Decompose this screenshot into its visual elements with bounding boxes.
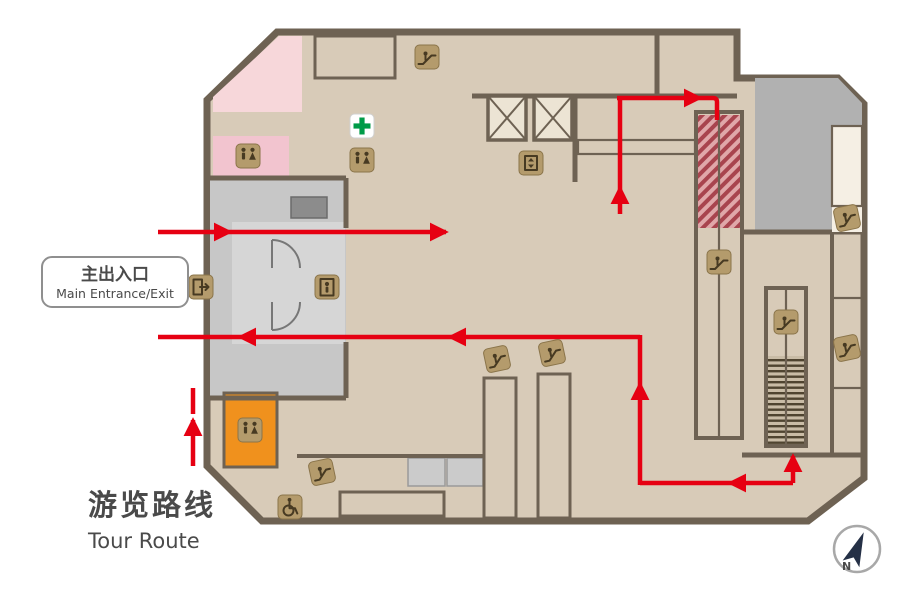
bench-block-right xyxy=(446,457,484,487)
restroom-icon xyxy=(349,147,375,173)
tour-route-legend: 游览路线 Tour Route xyxy=(87,388,216,553)
stairs-center-a xyxy=(482,376,518,520)
entrance-label: 主出入口 Main Entrance/Exit xyxy=(41,256,189,308)
escalator-icon xyxy=(706,249,732,275)
elevator-bank xyxy=(486,94,574,142)
exit-icon xyxy=(188,274,214,300)
escalator-icon xyxy=(831,202,863,234)
stairs-center-b xyxy=(536,372,572,520)
area-gray-topright xyxy=(755,78,862,232)
tour-route-title-cn: 游览路线 xyxy=(88,488,216,522)
escalator-icon xyxy=(831,332,863,364)
escalator-icon xyxy=(414,44,440,70)
stairs-bottom-left xyxy=(338,490,446,518)
wheelchair-icon xyxy=(277,494,303,520)
area-pink-corner xyxy=(213,36,302,112)
restroom-icon xyxy=(235,143,261,169)
elevator-icon xyxy=(518,150,544,176)
escalator-icon xyxy=(306,456,338,488)
entrance-desk xyxy=(290,196,328,219)
escalator-icon xyxy=(481,343,513,375)
tour-route-title-en: Tour Route xyxy=(87,529,200,553)
stairs-right-lower xyxy=(830,296,864,390)
compass: N xyxy=(832,524,882,574)
entrance-doors xyxy=(271,239,301,331)
tour-route xyxy=(158,88,803,493)
north-arrow-icon xyxy=(842,532,864,568)
compass-n-label: N xyxy=(842,560,851,573)
escalator-icon xyxy=(536,337,568,369)
escalator-shaft-main xyxy=(694,110,744,440)
route-top-2 xyxy=(700,95,720,120)
escalator-icon xyxy=(773,309,799,335)
entrance-door-icon xyxy=(314,274,340,300)
entrance-label-cn: 主出入口 xyxy=(81,264,149,285)
entrance-label-en: Main Entrance/Exit xyxy=(56,286,174,301)
stairs-top xyxy=(313,34,397,80)
first-aid-icon xyxy=(349,113,375,139)
restroom-icon xyxy=(237,417,263,443)
bench-block-left xyxy=(407,457,446,487)
